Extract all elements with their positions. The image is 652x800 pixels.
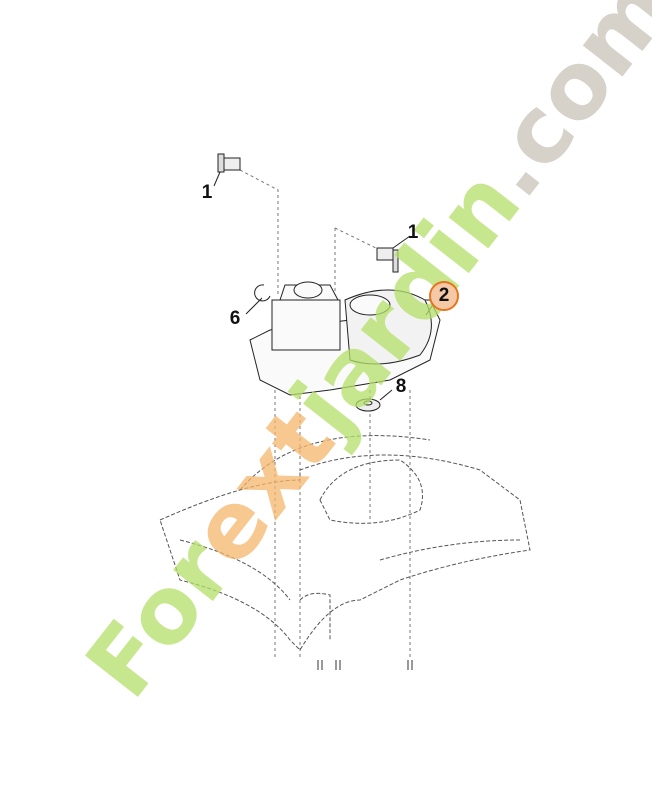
circlip: [254, 284, 271, 302]
motor-housing: [249, 281, 441, 396]
callout-part-1-top[interactable]: 1: [201, 182, 213, 203]
mower-deck: [159, 435, 531, 651]
assembly-guide-lines: [239, 169, 411, 660]
washer: [355, 389, 393, 412]
callout-part-6[interactable]: 6: [229, 308, 241, 329]
callout-part-8[interactable]: 8: [395, 376, 407, 397]
callout-part-1-right[interactable]: 1: [407, 222, 419, 243]
callout-part-2[interactable]: 2: [429, 281, 459, 311]
screws: [317, 660, 413, 670]
brush-holder-top: [213, 153, 241, 187]
brush-holder-right: [376, 235, 411, 273]
